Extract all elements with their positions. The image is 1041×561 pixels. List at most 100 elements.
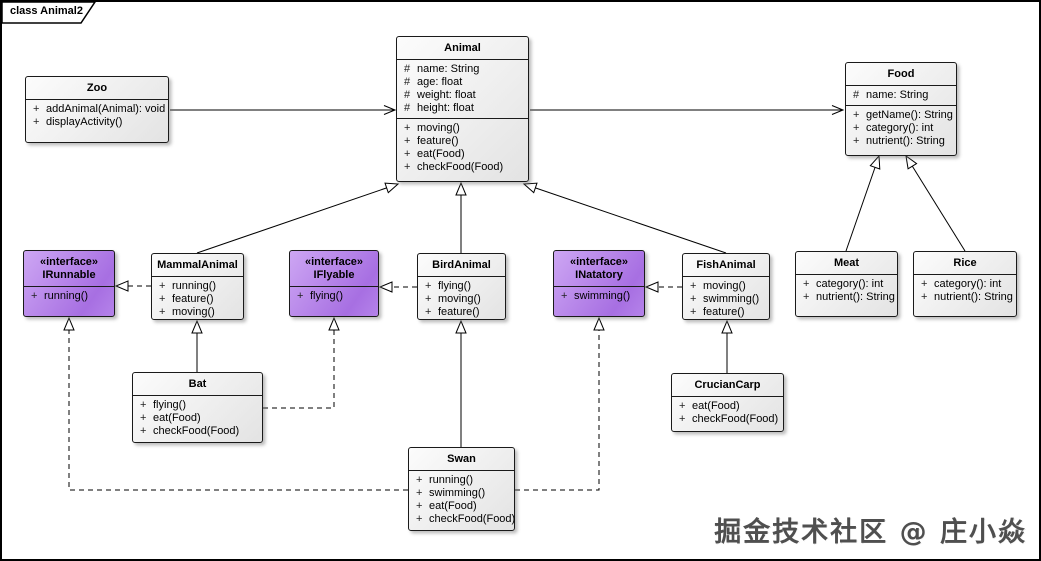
member-row: +feature(): [400, 135, 524, 148]
visibility-marker: +: [853, 135, 860, 147]
member-row: +checkFood(Food): [675, 413, 779, 426]
class-fishanimal-methods: +moving()+swimming()+feature(): [683, 276, 769, 322]
class-animal-attributes: #name: String#age: float#weight: float#h…: [397, 59, 528, 118]
class-fishanimal: FishAnimal +moving()+swimming()+feature(…: [682, 253, 770, 320]
member-signature: checkFood(Food): [692, 413, 779, 425]
member-signature: nutrient(): String: [816, 291, 895, 303]
interface-inatatory-stereotype: «interface»: [569, 256, 629, 268]
frame-tab-shape: [2, 2, 96, 24]
member-row: +moving(): [400, 122, 524, 135]
visibility-marker: #: [404, 76, 411, 88]
interface-irunnable-title: IRunnable: [42, 269, 96, 281]
connector-generalization-meat-food: [845, 154, 881, 252]
interface-irunnable: «interface» IRunnable +running(): [23, 250, 115, 317]
member-row: +flying(): [293, 290, 374, 303]
member-row: #age: float: [400, 76, 524, 89]
interface-inatatory-title: INatatory: [575, 269, 623, 281]
frame-title: class Animal2: [10, 5, 83, 17]
connector-generalization-rice-food: [905, 154, 966, 252]
member-row: +eat(Food): [675, 400, 779, 413]
member-signature: swimming(): [429, 487, 486, 499]
member-signature: feature(): [438, 306, 480, 318]
visibility-marker: +: [159, 280, 166, 292]
visibility-marker: +: [690, 306, 697, 318]
member-signature: feature(): [703, 306, 745, 318]
class-birdanimal-title: BirdAnimal: [432, 259, 491, 271]
member-row: #name: String: [849, 89, 952, 102]
member-row: +moving(): [421, 293, 501, 306]
member-row: + flying(): [421, 280, 501, 293]
visibility-marker: #: [404, 63, 411, 75]
visibility-marker: +: [140, 425, 147, 437]
visibility-marker: +: [33, 116, 40, 128]
member-signature: weight: float: [417, 89, 476, 101]
class-zoo-title: Zoo: [86, 82, 108, 94]
visibility-marker: +: [803, 291, 810, 303]
member-row: #height: float: [400, 102, 524, 115]
visibility-marker: +: [853, 109, 860, 121]
visibility-marker: +: [690, 293, 697, 305]
class-cruciancarp: CrucianCarp +eat(Food)+checkFood(Food): [671, 373, 784, 432]
class-swan: Swan +running()+swimming()+eat(Food)+che…: [408, 447, 515, 531]
class-meat-title: Meat: [833, 257, 860, 269]
class-rice-methods: + category(): int+nutrient(): String: [914, 274, 1016, 316]
visibility-marker: +: [416, 474, 423, 486]
visibility-marker: +: [33, 103, 40, 115]
class-bat-methods: +flying()+eat(Food)+checkFood(Food): [133, 395, 262, 442]
member-signature: moving(): [172, 306, 215, 318]
member-row: +nutrient(): String: [917, 291, 1013, 304]
member-row: +getName(): String: [849, 109, 953, 122]
member-signature: category(): int: [816, 278, 884, 290]
visibility-marker: +: [416, 487, 423, 499]
connector-generalization-fishanimal-animal: [522, 182, 727, 254]
class-meat: Meat + category(): int + nutrient(): String: [795, 251, 898, 317]
visibility-marker: +: [803, 278, 810, 290]
visibility-marker: +: [404, 135, 411, 147]
member-signature: running(): [172, 280, 217, 292]
member-row: + feature(): [421, 306, 501, 319]
visibility-marker: +: [921, 278, 928, 290]
member-row: + category(): int: [849, 122, 952, 135]
visibility-marker: +: [31, 290, 38, 302]
member-signature: category(): int: [866, 122, 934, 134]
visibility-marker: +: [853, 122, 860, 134]
visibility-marker: +: [561, 290, 568, 302]
class-bat: Bat +flying()+eat(Food)+checkFood(Food): [132, 372, 263, 443]
watermark: 掘金技术社区 @ 庄小焱: [714, 517, 1027, 548]
member-row: + feature(): [686, 306, 765, 319]
interface-irunnable-stereotype: «interface»: [39, 256, 99, 268]
member-signature: checkFood(Food): [153, 425, 240, 437]
class-birdanimal: BirdAnimal + flying()+moving()+ feature(): [417, 253, 506, 320]
class-animal-methods: +moving()+feature()+eat(Food)+checkFood(…: [397, 118, 528, 181]
class-food: Food #name: String +getName(): String+ca…: [845, 62, 957, 156]
class-zoo-methods: + addAnimal(Animal): void + displayActivity…: [26, 99, 168, 142]
class-birdanimal-methods: + flying()+moving()+ feature(): [418, 276, 505, 322]
member-signature: flying(): [438, 280, 472, 292]
member-signature: moving(): [438, 293, 481, 305]
visibility-marker: +: [425, 306, 432, 318]
class-food-methods: +getName(): String+category(): int+nutri…: [846, 105, 956, 155]
interface-inatatory-methods: +swimming(): [554, 286, 644, 316]
interface-iflyable: «interface» IFlyable +flying(): [289, 250, 379, 317]
member-row: + category(): int: [799, 278, 893, 291]
member-row: +nutrient(): String: [849, 135, 952, 148]
member-row: +flying(): [136, 399, 258, 412]
member-row: +moving(): [686, 280, 765, 293]
member-signature: displayActivity(): [46, 116, 123, 128]
class-mammalanimal-methods: +running()+feature()+moving(): [152, 276, 243, 322]
visibility-marker: +: [425, 280, 432, 292]
class-mammalanimal: MammalAnimal +running()+feature()+moving…: [151, 253, 244, 320]
member-signature: running(): [429, 474, 474, 486]
class-rice-title: Rice: [953, 257, 977, 269]
member-signature: addAnimal(Animal): void: [46, 103, 166, 115]
visibility-marker: +: [159, 306, 166, 318]
visibility-marker: +: [404, 148, 411, 160]
class-fishanimal-title: FishAnimal: [696, 259, 756, 271]
member-row: #weight: float: [400, 89, 524, 102]
class-bat-title: Bat: [188, 378, 207, 390]
visibility-marker: +: [159, 293, 166, 305]
connector-realization-swan-inatatory: [515, 316, 605, 491]
class-mammalanimal-title: MammalAnimal: [157, 259, 238, 271]
member-signature: category(): int: [934, 278, 1002, 290]
